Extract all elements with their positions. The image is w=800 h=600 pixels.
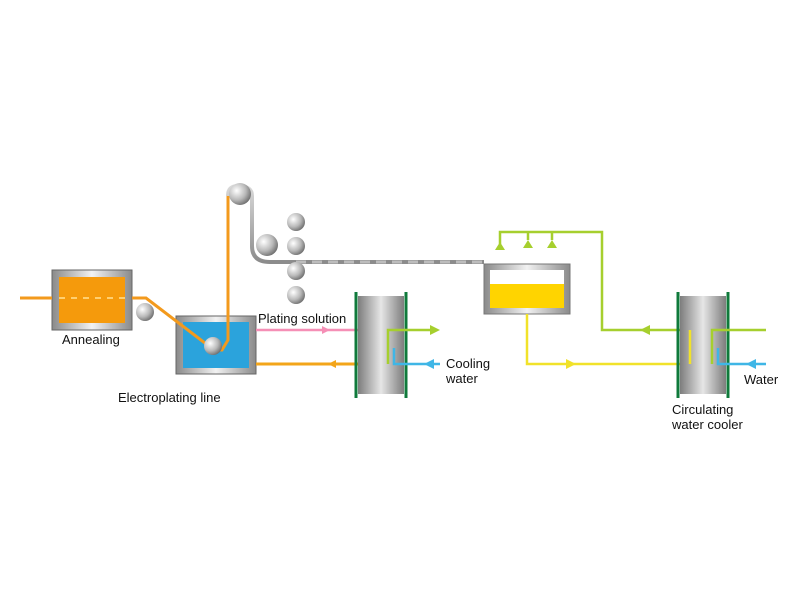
roller-icon [287,262,305,280]
green-return-line [498,230,684,332]
rollers [136,183,305,355]
electroplating-line-label: Electroplating line [118,390,221,405]
annealing-furnace [51,269,133,331]
heat-exchanger [354,292,408,398]
spray-nozzles [495,232,557,250]
annealing-label: Annealing [62,332,120,347]
arrow-icon [566,359,576,369]
arrow-icon [328,360,336,368]
cooling-water-label-1: Cooling [446,356,490,371]
arrow-icon [322,326,330,334]
yellow-supply-line [525,314,690,366]
roller-icon [287,237,305,255]
roller-icon [136,303,154,321]
spray-nozzle-icon [547,240,557,248]
circulating-label-1: Circulating [672,402,733,417]
arrow-icon [640,325,650,335]
cooling-water-out-line [386,328,434,364]
spray-nozzle-icon [495,242,505,250]
arrow-icon [430,325,440,335]
arrow-icon [424,359,434,369]
plating-solution-label: Plating solution [258,311,346,326]
roller-icon [287,213,305,231]
circulating-label-2: water cooler [671,417,743,432]
cooler-out-line [710,328,766,364]
roller-icon [287,286,305,304]
water-label: Water [744,372,779,387]
roller-icon [204,337,222,355]
circulating-water-cooler [676,292,730,398]
cooling-water-label-2: water [445,371,478,386]
roller-icon [256,234,278,256]
arrow-icon [746,359,756,369]
reservoir-tank [483,263,571,315]
spray-nozzle-icon [523,240,533,248]
roller-icon [229,183,251,205]
